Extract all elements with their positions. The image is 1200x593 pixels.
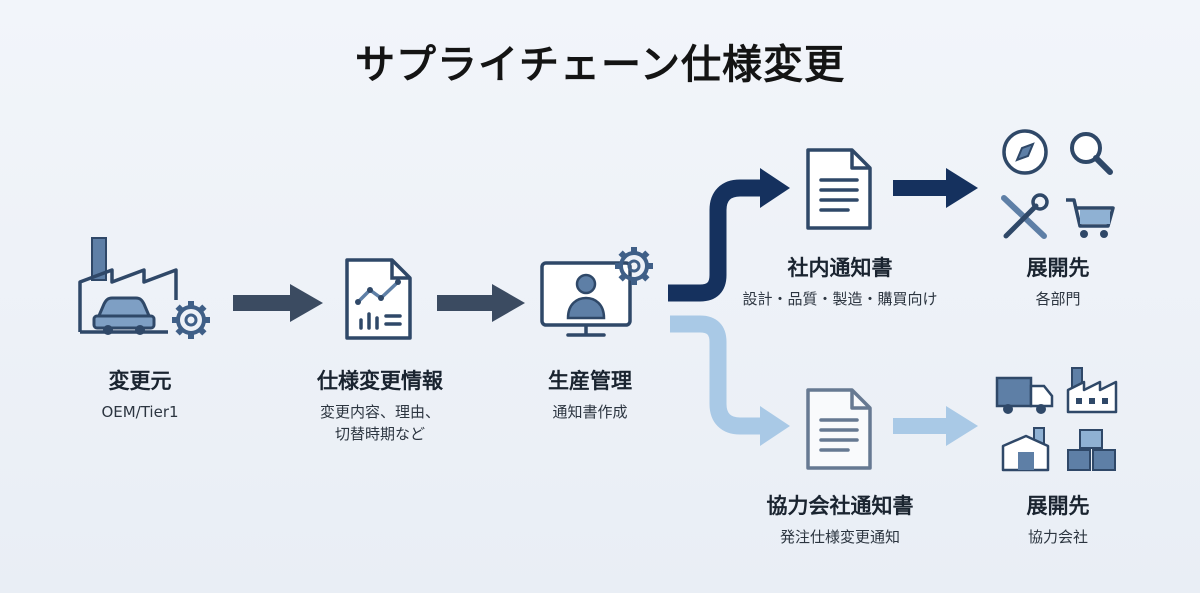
node-production: 生産管理 通知書作成 [520,365,660,423]
node-source: 変更元 OEM/Tier1 [70,365,210,423]
node-internal-dest: 展開先 各部門 [998,252,1118,310]
cart-icon [1066,198,1115,238]
node-partner-notice: 協力会社通知書 発注仕様変更通知 [740,490,940,548]
factory-car-gear-icon [78,237,210,339]
node-partner-dest-sub: 協力会社 [1027,528,1088,546]
node-partner-notice-sub: 発注仕様変更通知 [779,528,900,546]
node-production-sub: 通知書作成 [552,403,628,421]
arrow-source-to-spec [233,284,323,322]
boxes-icon [1067,429,1116,471]
node-partner-dest-label: 展開先 [1026,494,1090,518]
node-internal-notice-label: 社内通知書 [787,256,893,280]
arrow-production-to-partner [670,315,790,446]
node-internal-notice-sub: 設計・品質・製造・購買向け [742,290,938,308]
tools-icon [1001,193,1049,239]
compass-icon [1002,129,1048,175]
node-spec-info-sub-2: 切替時期など [334,425,425,443]
page-title: サプライチェーン仕様変更 [355,42,845,88]
arrow-production-to-internal [668,168,790,302]
factory-icon [1066,367,1118,414]
node-production-label: 生産管理 [548,369,632,393]
node-internal-notice: 社内通知書 設計・品質・製造・購買向け [730,252,950,310]
node-partner-notice-label: 協力会社通知書 [766,494,914,518]
arrow-spec-to-production [437,284,525,322]
partner-document-icon [806,388,872,470]
warehouse-icon [1001,427,1050,472]
truck-icon [995,376,1054,414]
node-spec-info-label: 仕様変更情報 [317,369,443,393]
node-internal-dest-label: 展開先 [1026,256,1090,280]
arrow-internal-to-dest [893,168,978,208]
magnifier-icon [1070,132,1113,175]
node-spec-info: 仕様変更情報 変更内容、理由、 切替時期など [300,365,460,445]
document-chart-icon [345,258,412,340]
node-partner-dest: 展開先 協力会社 [998,490,1118,548]
internal-document-icon [806,148,872,230]
arrow-partner-to-dest [893,406,978,446]
node-source-sub: OEM/Tier1 [101,403,179,421]
monitor-user-gear-icon [540,247,653,337]
node-spec-info-sub-1: 変更内容、理由、 [319,403,440,421]
node-internal-dest-sub: 各部門 [1035,290,1081,308]
node-source-label: 変更元 [108,369,172,393]
